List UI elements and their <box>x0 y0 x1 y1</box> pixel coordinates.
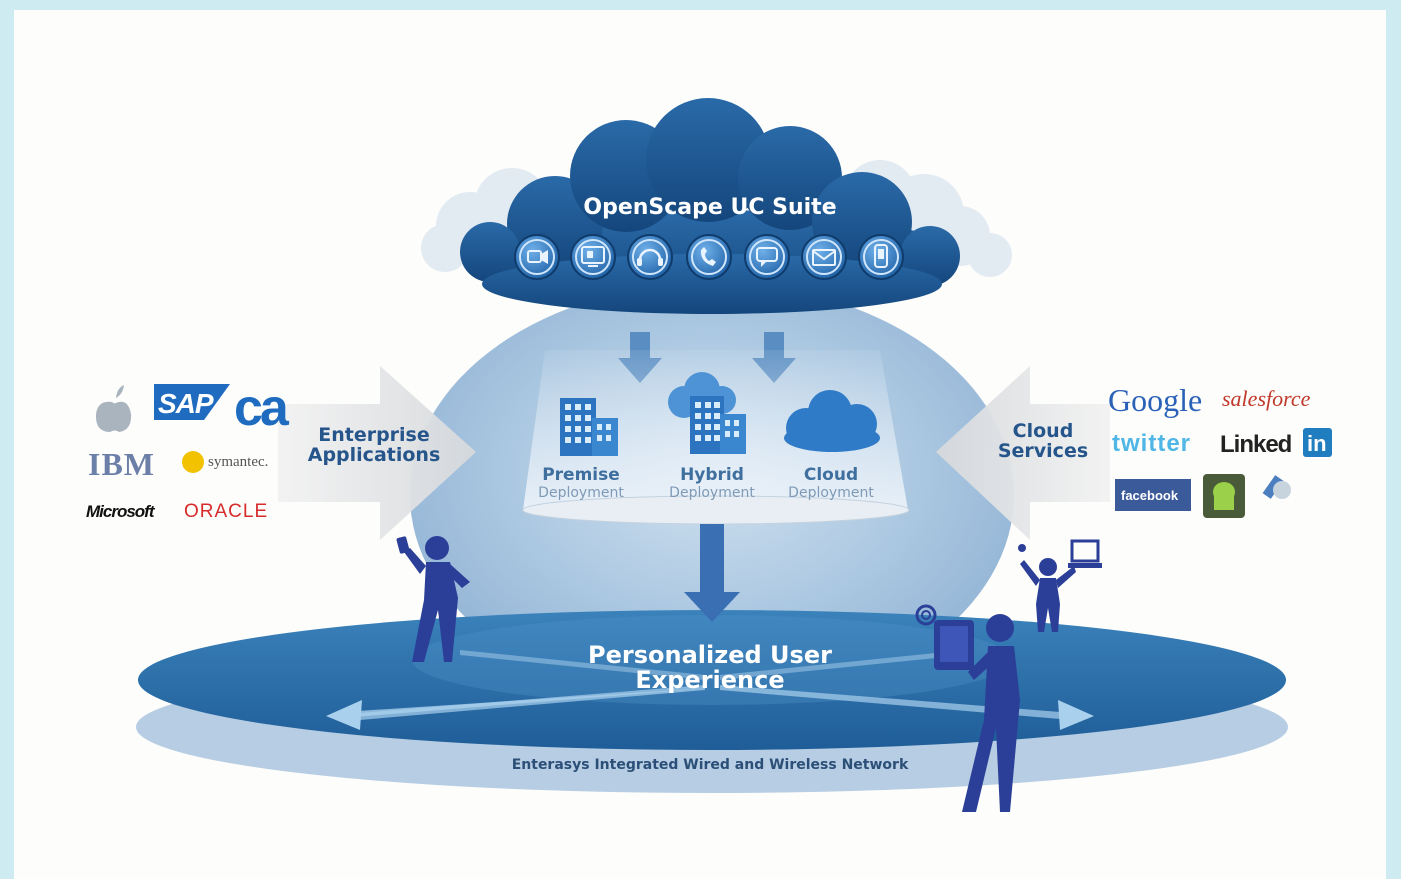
oracle-logo: ORACLE <box>184 501 269 522</box>
google-logo: Google <box>1108 382 1203 418</box>
premise-sublabel: Deployment <box>538 484 624 501</box>
android-logo <box>1203 474 1245 518</box>
hybrid-label: Hybrid <box>680 465 744 485</box>
service-icons <box>514 234 904 280</box>
symantec-logo-mark <box>182 451 204 473</box>
email-icon <box>801 234 847 280</box>
salesforce-logo: salesforce <box>1222 386 1311 411</box>
down-arrow-center <box>684 524 740 622</box>
linkedin-logo: Linked <box>1220 431 1292 458</box>
facebook-box <box>1115 479 1191 511</box>
apple-logo <box>95 385 132 432</box>
ca-logo: ca <box>234 379 289 437</box>
ibm-logo: IBM <box>88 446 155 482</box>
building-icon <box>560 398 618 456</box>
sap-logo-bg <box>154 384 230 420</box>
cloud-services-arrow <box>936 366 1110 540</box>
enterprise-applications-label: Enterprise Applications <box>307 424 441 466</box>
microsoft-logo: Microsoft <box>86 502 154 521</box>
chat-icon <box>744 234 790 280</box>
hybrid-deployment: Hybrid Deployment <box>656 465 768 501</box>
ray-arrow-right <box>720 685 1060 719</box>
screen-share-icon <box>570 234 616 280</box>
premise-label: Premise <box>542 465 620 485</box>
person-multitasking-icon <box>1018 539 1102 632</box>
linkedin-box <box>1303 428 1332 457</box>
blog-logo <box>1262 475 1291 499</box>
cloud-icon <box>784 390 880 452</box>
facebook-logo: facebook <box>1121 488 1179 503</box>
cloud-sublabel: Deployment <box>788 484 874 501</box>
personalized-user-experience-label: Personalized User Experience <box>588 641 832 695</box>
hybrid-cloud-building-icon <box>668 372 746 454</box>
cloud-deployment: Cloud Deployment <box>775 465 887 501</box>
hybrid-sublabel: Deployment <box>669 484 755 501</box>
phone-icon <box>686 234 732 280</box>
video-icon <box>514 234 560 280</box>
linkedin-in: in <box>1307 431 1327 456</box>
cloud-title: OpenScape UC Suite <box>583 195 837 220</box>
person-tablet-icon <box>915 604 1020 812</box>
person-walking-icon <box>396 536 470 662</box>
headset-icon <box>627 234 673 280</box>
enterprise-arrow <box>278 366 476 540</box>
mobile-icon <box>858 234 904 280</box>
premise-deployment: Premise Deployment <box>525 465 637 501</box>
sap-logo: SAP <box>158 388 214 419</box>
cloud-label: Cloud <box>803 465 859 485</box>
symantec-logo: symantec. <box>208 454 269 470</box>
twitter-logo: twitter <box>1112 430 1191 457</box>
network-label: Enterasys Integrated Wired and Wireless … <box>511 757 909 773</box>
cloud-services-label: Cloud Services <box>997 420 1089 462</box>
